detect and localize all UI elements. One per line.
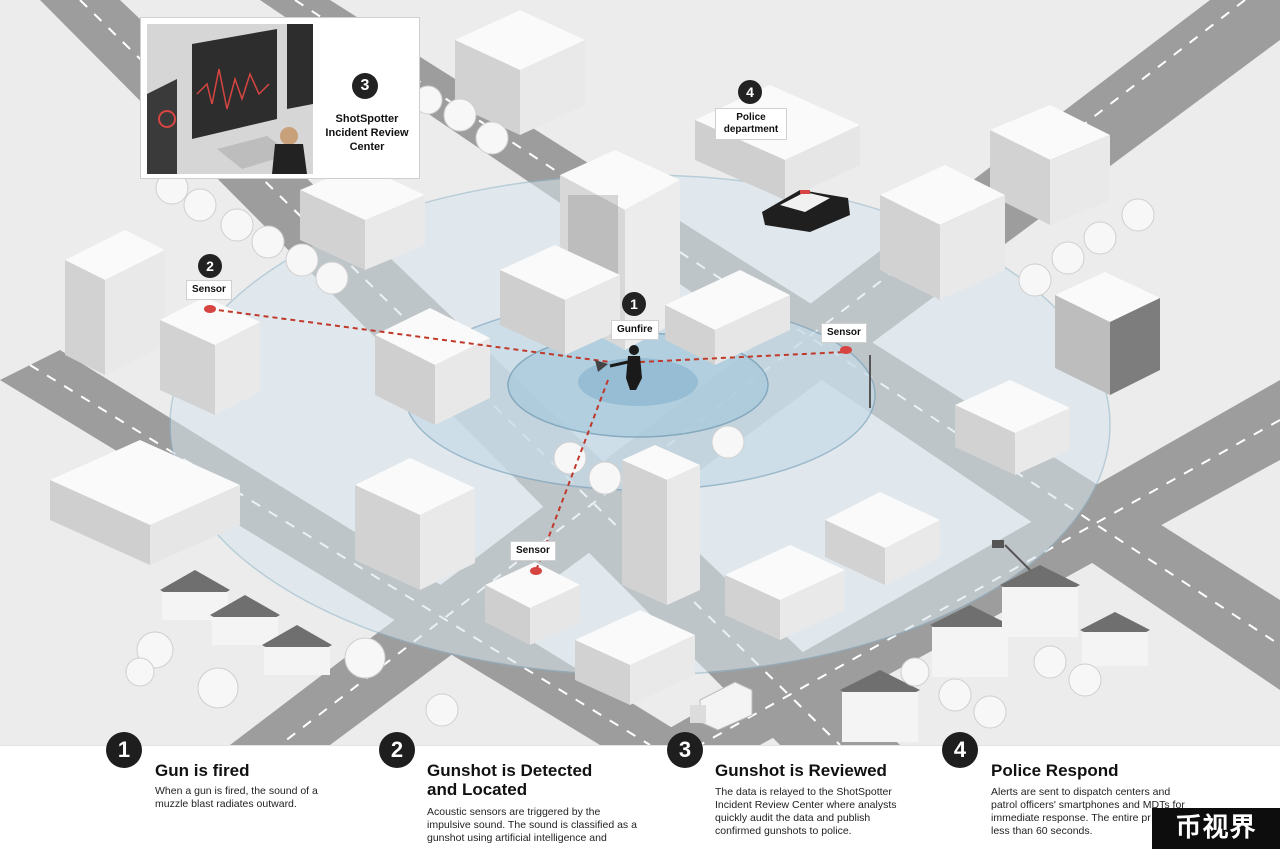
sensor-bottom-icon [530, 567, 542, 575]
sensor-right-label: Sensor [821, 323, 867, 343]
sensors [204, 305, 852, 575]
step-3-text: The data is relayed to the ShotSpotter I… [715, 786, 897, 837]
gunfire-label: Gunfire [611, 320, 659, 340]
process-steps: 1 Gun is fired When a gun is fired, the … [0, 732, 1280, 850]
house [1000, 565, 1080, 637]
building-sensor-left [160, 297, 260, 415]
delivery-truck [690, 681, 753, 731]
building-tall-left [65, 230, 165, 375]
step-2-title: Gunshot is Detected and Located [427, 761, 593, 799]
house [840, 670, 920, 742]
step-2-text: Acoustic sensors are triggered by the im… [427, 806, 637, 844]
gunfire-step-number: 1 [622, 292, 646, 316]
inset-label: ShotSpotter Incident Review Center [325, 113, 409, 153]
incident-review-center-inset: 3 ShotSpotter Incident Review Center [140, 17, 420, 179]
house [262, 625, 332, 675]
sensor-left-step-number: 2 [198, 254, 222, 278]
building-block-left-mid [375, 308, 490, 425]
watermark-logo: 币视界 [1152, 808, 1280, 849]
traffic-light-icon [992, 540, 1004, 548]
step-2-number: 2 [379, 732, 415, 768]
building-block-center-left [500, 245, 620, 355]
traffic-light-pole [1004, 544, 1031, 571]
sensor-bottom-label: Sensor [510, 541, 556, 561]
step-1-title: Gun is fired [155, 761, 250, 780]
sensor-left-label: Sensor [186, 280, 232, 300]
step-1-number: 1 [106, 732, 142, 768]
building-sensor-bottom [485, 562, 580, 645]
analyst-workstation-illustration [147, 24, 313, 174]
police-car [762, 190, 850, 232]
building-bottom-low [575, 610, 695, 705]
building-right-mid [955, 380, 1070, 475]
building-bottom-left-block [355, 458, 475, 590]
building-top-middle [455, 10, 585, 135]
building-low-center-right [665, 270, 790, 365]
building-bottom-center-right [725, 545, 845, 640]
trees [125, 85, 1155, 729]
sensor-left-icon [204, 305, 216, 313]
detection-lines [209, 308, 846, 569]
police-step-number: 4 [738, 80, 762, 104]
building-right-upper [880, 165, 1005, 300]
building-right-bottom-center [825, 492, 940, 585]
building-right-glass [1055, 272, 1160, 395]
building-complex-left [50, 440, 240, 565]
step-1-text: When a gun is fired, the sound of a muzz… [155, 785, 318, 810]
houses [160, 565, 1150, 742]
building-tall-bottom-center [622, 445, 700, 605]
police-department-label: Police department [715, 108, 787, 140]
inset-step-number: 3 [352, 73, 378, 99]
house [1080, 612, 1150, 666]
house [210, 595, 280, 645]
step-3-number: 3 [667, 732, 703, 768]
step-3-title: Gunshot is Reviewed [715, 761, 887, 780]
sensor-right-icon [840, 346, 852, 354]
shooter-figure-icon [595, 345, 642, 390]
step-4-text: Alerts are sent to dispatch centers and … [991, 786, 1185, 837]
city-scene-illustration [0, 0, 1280, 745]
step-4-title: Police Respond [991, 761, 1119, 780]
house [930, 605, 1010, 677]
step-4-number: 4 [942, 732, 978, 768]
